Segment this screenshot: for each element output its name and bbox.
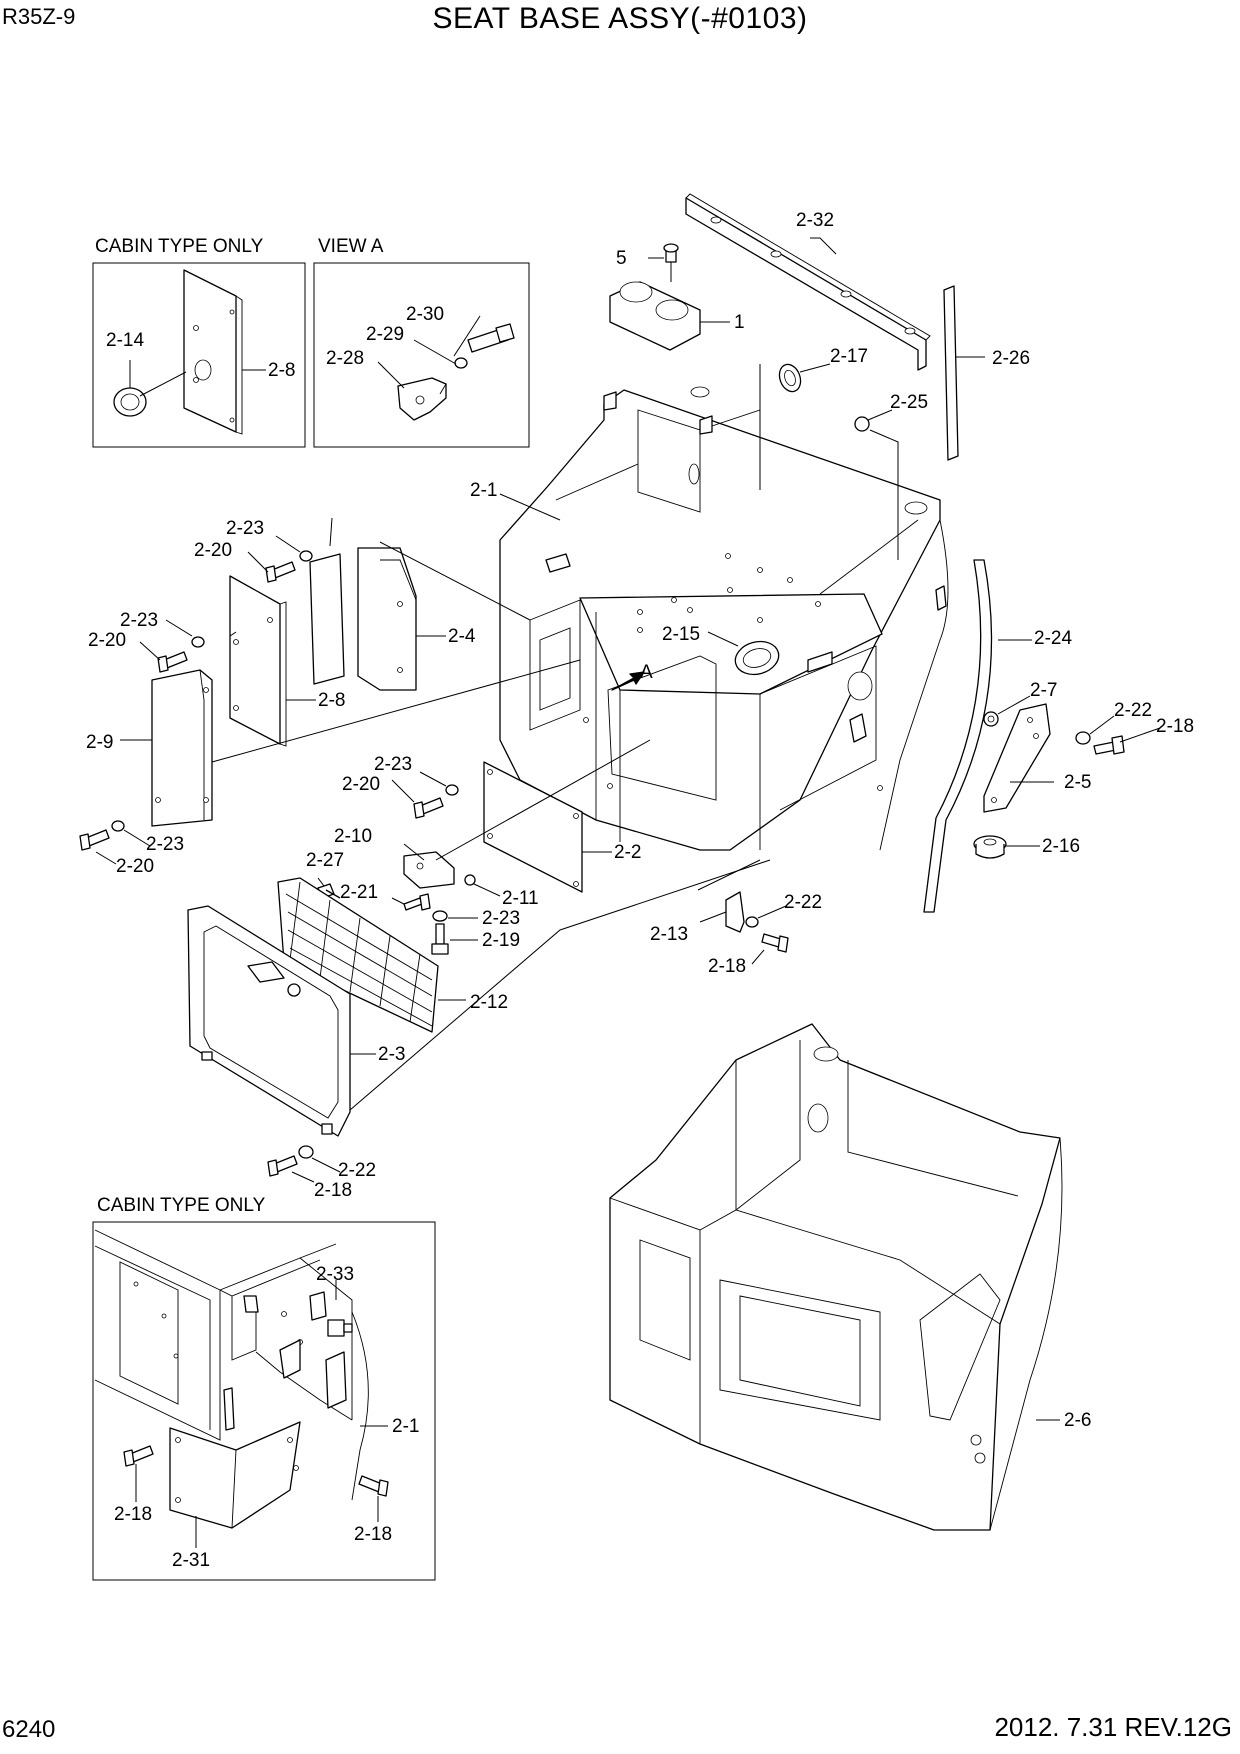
part-2-13-bracket <box>697 859 761 933</box>
inset-cabin-type-top: CABIN TYPE ONLY <box>92 236 306 448</box>
part-2-4-bracket <box>309 517 531 691</box>
part-2-8-bracket <box>229 575 316 747</box>
part-2-10-latch <box>403 843 455 889</box>
callout-2-4: 2-4 <box>448 626 476 647</box>
callout-2-20-a: 2-20 <box>194 540 232 561</box>
part-2-5-bracket <box>983 703 1054 813</box>
callout-2-23-a: 2-23 <box>226 518 264 539</box>
callout-2-11: 2-11 <box>502 888 539 909</box>
part-2-11-pin <box>464 874 501 897</box>
callout-2-20-c: 2-20 <box>342 774 380 795</box>
part-2-22-2-18-fastener-right <box>1075 715 1161 755</box>
callout-2-20-b: 2-20 <box>88 630 126 651</box>
callout-2-7: 2-7 <box>1030 680 1057 701</box>
part-2-23-2-20-fastener-c <box>391 771 459 819</box>
part-2-16-mount <box>973 835 1040 859</box>
part-2-25-nut <box>854 409 899 560</box>
callout-2-17: 2-17 <box>830 346 868 367</box>
callout-1: 1 <box>734 312 745 333</box>
callout-2-18-a: 2-18 <box>1156 716 1194 737</box>
callout-2-18-c: 2-18 <box>314 1180 352 1201</box>
part-2-9-bracket <box>120 669 213 827</box>
callout-2-18-b: 2-18 <box>708 956 746 977</box>
part-2-24-strip <box>923 559 1032 913</box>
callout-2-32: 2-32 <box>796 210 834 231</box>
part-2-15-grommet <box>707 631 780 676</box>
callout-2-21: 2-21 <box>340 882 378 903</box>
part-2-22-2-18-fastener-b <box>745 905 789 965</box>
part-2-23-washer-e <box>432 910 478 922</box>
callout-2-23-b: 2-23 <box>120 610 158 631</box>
callout-2-6: 2-6 <box>1064 1410 1091 1431</box>
callout-2-18-e: 2-18 <box>354 1524 392 1545</box>
page-title: SEAT BASE ASSY(-#0103) <box>432 2 808 35</box>
part-2-19-bolt <box>431 923 478 955</box>
part-2-3-door <box>187 905 376 1137</box>
callout-2-24: 2-24 <box>1034 628 1072 649</box>
callout-2-1-main: 2-1 <box>470 480 497 501</box>
callout-2-1-inset: 2-1 <box>392 1416 419 1437</box>
callout-2-23-c: 2-23 <box>374 754 412 775</box>
callout-2-3: 2-3 <box>378 1044 405 1065</box>
callout-2-10: 2-10 <box>334 826 372 847</box>
part-1-cup-holder <box>609 243 730 351</box>
part-2-23-2-20-fastener-b <box>139 619 205 673</box>
callout-2-15: 2-15 <box>662 624 700 645</box>
callout-2-31: 2-31 <box>172 1550 210 1571</box>
callout-2-18-d: 2-18 <box>114 1504 152 1525</box>
callout-2-22-b: 2-22 <box>784 892 822 913</box>
callout-2-16: 2-16 <box>1042 836 1080 857</box>
callout-2-26: 2-26 <box>992 348 1030 369</box>
part-2-22-2-18-fastener-c <box>267 1145 341 1183</box>
part-2-21-screw <box>391 893 431 911</box>
callout-labels: 2-32 5 1 2-26 2-17 2-25 2-14 2-8 2-30 2-… <box>86 210 1194 1571</box>
inset-cabin-type-bottom: CABIN TYPE ONLY <box>92 1195 436 1581</box>
part-2-17-grommet <box>759 363 831 490</box>
part-2-23-2-20-fastener-a <box>247 535 313 583</box>
callout-5: 5 <box>616 248 627 269</box>
callout-2-14: 2-14 <box>106 330 144 351</box>
callout-2-5: 2-5 <box>1064 772 1091 793</box>
callout-2-20-d: 2-20 <box>116 856 154 877</box>
date-revision: 2012. 7.31 REV.12G <box>994 1712 1232 1742</box>
page-number: 6240 <box>2 1716 56 1743</box>
part-2-1-seat-base-frame: A <box>499 386 949 851</box>
callout-2-23-d: 2-23 <box>146 834 184 855</box>
callout-2-12: 2-12 <box>470 992 508 1013</box>
callout-2-25: 2-25 <box>890 392 928 413</box>
part-2-23-2-20-fastener-d <box>79 820 151 865</box>
view-a-title: VIEW A <box>318 236 384 257</box>
callout-2-22-c: 2-22 <box>338 1160 376 1181</box>
inset-cabin-top-title: CABIN TYPE ONLY <box>95 236 264 257</box>
part-2-12-net <box>277 877 466 1033</box>
part-2-32-top-plate <box>685 193 931 371</box>
part-2-7-bushing <box>983 695 1031 727</box>
callout-2-33: 2-33 <box>316 1264 354 1285</box>
view-a-arrow-label: A <box>640 662 653 683</box>
callout-2-27: 2-27 <box>306 850 344 871</box>
callout-2-30: 2-30 <box>406 304 444 325</box>
callout-2-9: 2-9 <box>86 732 113 753</box>
callout-2-8: 2-8 <box>318 690 345 711</box>
callout-2-23-e: 2-23 <box>482 908 520 929</box>
callout-2-22-a: 2-22 <box>1114 700 1152 721</box>
callout-2-13: 2-13 <box>650 924 688 945</box>
part-2-2-panel <box>483 761 612 893</box>
model-code: R35Z-9 <box>2 4 76 29</box>
callout-2-29: 2-29 <box>366 324 404 345</box>
part-2-6-cover <box>609 1023 1063 1531</box>
inset-cabin-bottom-title: CABIN TYPE ONLY <box>97 1195 266 1216</box>
assembly-leader-lines <box>211 659 771 1111</box>
callout-2-19: 2-19 <box>482 930 520 951</box>
inset-view-a: VIEW A <box>313 236 530 448</box>
part-2-26-strip <box>943 285 985 461</box>
callout-2-2: 2-2 <box>614 842 641 863</box>
callout-2-8-inset: 2-8 <box>268 360 295 381</box>
callout-2-28: 2-28 <box>326 348 364 369</box>
